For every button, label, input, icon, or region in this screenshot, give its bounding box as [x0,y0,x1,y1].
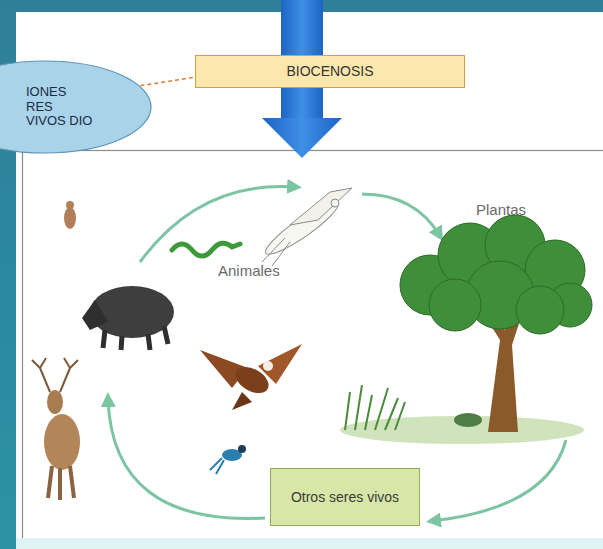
small-bird [210,445,246,474]
node-text: IONES RES VIVOS DIO [26,85,94,130]
tree [340,215,592,444]
group-box: Otros seres vivos [270,468,420,526]
white-bird [261,188,352,266]
snake [172,243,240,256]
connector-line [140,77,195,86]
eagle [200,344,302,410]
ellipse-node: IONES RES VIVOS DIO [0,60,152,154]
node-text: BIOCENOSIS [286,63,373,79]
node-text: Otros seres vivos [289,489,401,505]
bottom-band [16,538,603,549]
deer [32,358,80,500]
ellipse-outline [0,60,152,154]
frame [23,151,603,541]
animals-label: Animales [218,262,280,279]
boar [82,286,174,350]
small-mammal [64,201,76,229]
title-box: BIOCENOSIS [195,55,465,88]
plants-label: Plantas [476,201,526,218]
